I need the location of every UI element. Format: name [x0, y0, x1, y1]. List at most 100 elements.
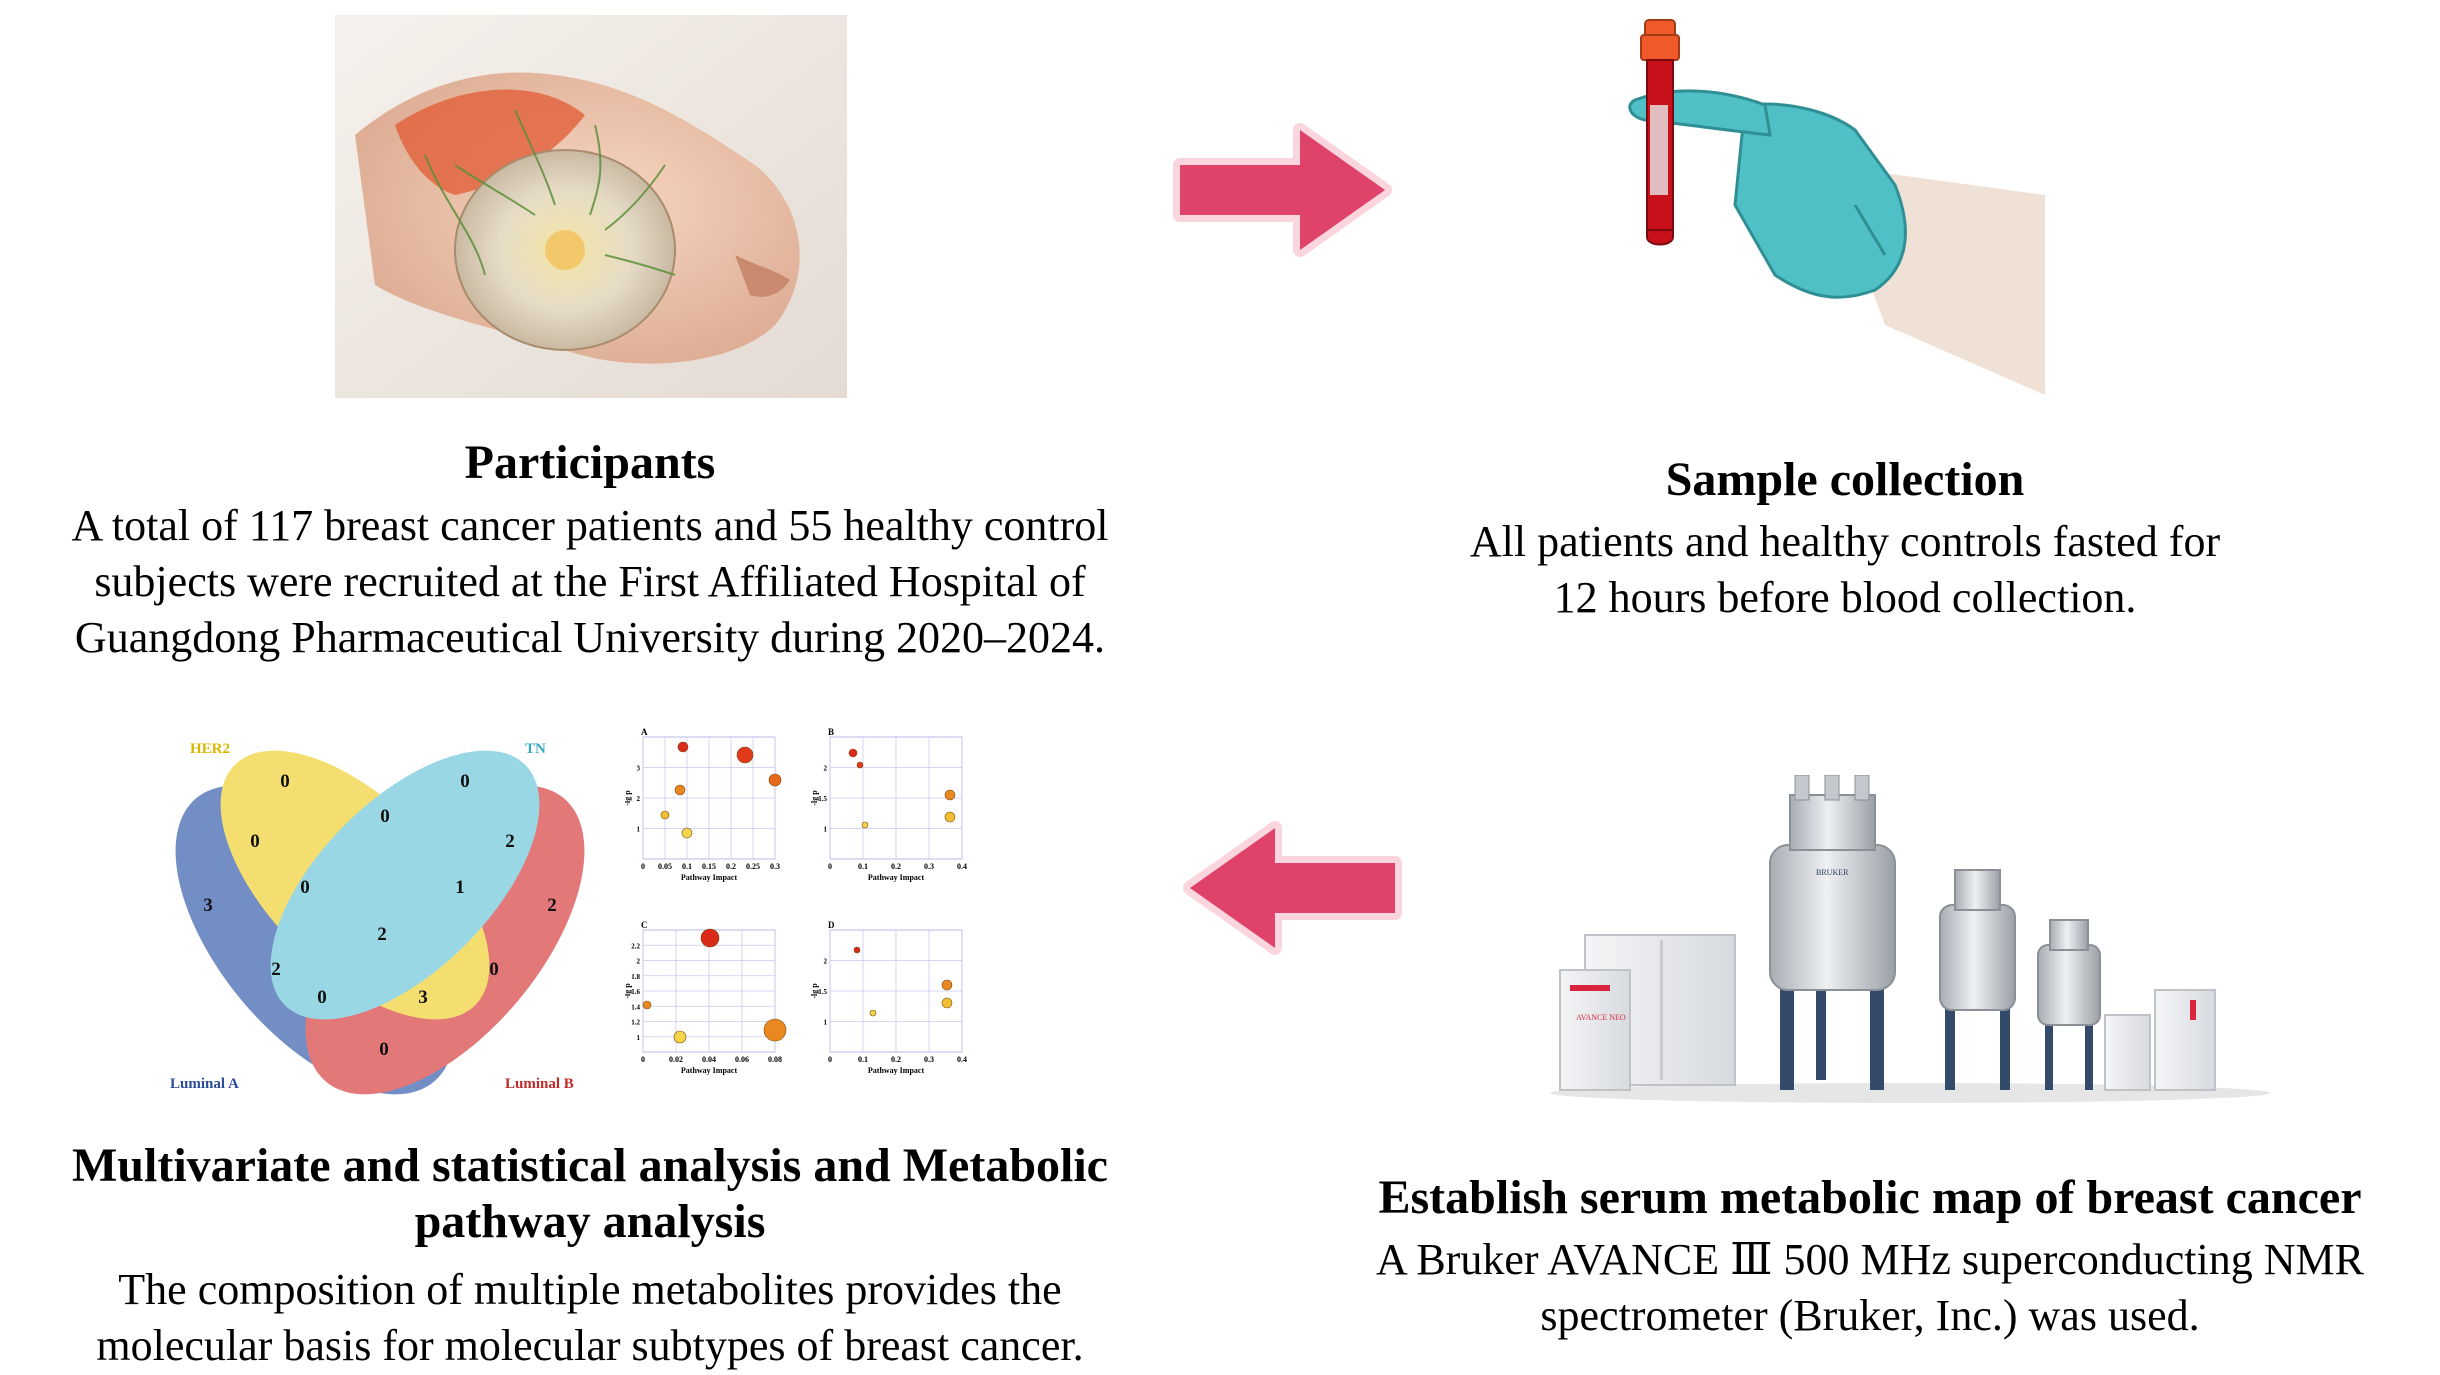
pathway-bubble	[856, 761, 864, 769]
venn-count: 3	[203, 895, 213, 916]
pathway-bubble	[642, 1000, 652, 1010]
y-tick-label: 2	[824, 958, 828, 966]
x-tick-label: 0.2	[726, 862, 736, 871]
y-axis-label: -lg p	[810, 790, 819, 806]
x-axis-label: Pathway Impact	[868, 1066, 925, 1075]
panel-label: B	[828, 727, 834, 737]
x-tick-label: 0.3	[770, 862, 780, 871]
nmr-title: Establish serum metabolic map of breast …	[1378, 1171, 2362, 1224]
x-tick-label: 0	[828, 862, 832, 871]
x-tick-label: 0.2	[891, 862, 901, 871]
participants-line: A total of 117 breast cancer patients an…	[71, 501, 1109, 550]
venn-label-luminal-b: Luminal B	[505, 1076, 574, 1092]
sample-collection-description: All patients and healthy controls fasted…	[1340, 514, 2350, 626]
x-tick-label: 0.04	[702, 1055, 716, 1064]
magnet-label: BRUKER	[1816, 868, 1849, 877]
y-tick-label: 1.8	[631, 973, 640, 981]
venn-count: 0	[300, 877, 310, 898]
pathway-bubble	[763, 1018, 787, 1042]
participants-line: subjects were recruited at the First Aff…	[94, 557, 1086, 606]
venn-count: 2	[547, 895, 557, 916]
analysis-title-line: Multivariate and statistical analysis an…	[72, 1139, 1108, 1192]
x-tick-label: 0.06	[735, 1055, 749, 1064]
venn-count: 2	[505, 831, 515, 852]
x-tick-label: 0	[641, 862, 645, 871]
y-tick-label: 1.4	[631, 1003, 640, 1011]
panel-label: A	[641, 727, 648, 737]
analysis-description: The composition of multiple metabolites …	[0, 1262, 1180, 1374]
y-tick-label: 1.5	[818, 988, 827, 996]
y-tick-label: 2	[824, 765, 828, 773]
venn-count: 0	[280, 771, 290, 792]
blood-tube-hand-illustration	[1628, 19, 2045, 395]
analysis-title-line: pathway analysis	[414, 1195, 766, 1248]
venn-count: 0	[380, 806, 390, 827]
venn-label-luminal-a: Luminal A	[170, 1076, 239, 1092]
y-tick-label: 3	[637, 765, 641, 773]
x-tick-label: 0.4	[957, 1055, 967, 1064]
x-tick-label: 0.02	[669, 1055, 683, 1064]
pathway-bubble	[660, 810, 670, 820]
blood-tube	[1640, 19, 1680, 246]
y-tick-label: 2.2	[631, 942, 640, 950]
pathway-bubble	[853, 946, 861, 954]
x-axis-label: Pathway Impact	[681, 1066, 738, 1075]
panel-label: C	[641, 920, 648, 930]
breast-illustration	[335, 15, 847, 398]
venn-label-her2: HER2	[190, 741, 230, 757]
x-tick-label: 0.3	[924, 1055, 934, 1064]
arrow-left	[1183, 821, 1402, 955]
x-axis-label: Pathway Impact	[681, 873, 738, 882]
sample-line: 12 hours before blood collection.	[1553, 573, 2137, 622]
pathway-bubble	[768, 773, 782, 787]
venn-count: 3	[418, 987, 428, 1008]
participants-line: Guangdong Pharmaceutical University duri…	[74, 613, 1106, 662]
y-axis-label: -lg p	[810, 983, 819, 999]
pathway-bubble	[673, 1030, 687, 1044]
cabinet-label: AVANCE NEO	[1576, 1013, 1626, 1022]
y-tick-label: 1.2	[631, 1019, 640, 1027]
analysis-line: The composition of multiple metabolites …	[118, 1265, 1062, 1314]
venn-label-tn: TN	[525, 741, 546, 757]
pathway-bubble	[677, 741, 689, 753]
x-tick-label: 0	[641, 1055, 645, 1064]
pathway-bubble	[869, 1009, 877, 1017]
y-tick-label: 1	[637, 1034, 641, 1042]
pathway-bubble	[674, 784, 686, 796]
x-tick-label: 0.08	[768, 1055, 782, 1064]
analysis-title: Multivariate and statistical analysis an…	[0, 1138, 1180, 1250]
venn-count: 0	[379, 1039, 389, 1060]
y-tick-label: 1.6	[631, 988, 640, 996]
pathway-bubble	[941, 979, 953, 991]
sample-collection-title: Sample collection	[1665, 453, 2025, 506]
x-tick-label: 0.4	[957, 862, 967, 871]
y-tick-label: 1	[637, 826, 641, 834]
analysis-line: molecular basis for molecular subtypes o…	[96, 1321, 1084, 1370]
y-tick-label: 2	[637, 958, 641, 966]
pathway-bubble	[861, 821, 869, 829]
y-axis-label: -lg p	[625, 790, 632, 806]
pathway-bubble	[944, 811, 956, 823]
pathway-bubble	[941, 997, 953, 1009]
x-tick-label: 0.1	[682, 862, 692, 871]
nmr-spectrometer-illustration: AVANCE NEO BRUKER	[1550, 775, 2270, 1103]
panel-label: D	[828, 920, 835, 930]
x-tick-label: 0	[828, 1055, 832, 1064]
x-tick-label: 0.1	[858, 862, 868, 871]
x-tick-label: 0.15	[702, 862, 716, 871]
venn-diagram: HER2 TN Luminal A Luminal B 0 0 0 0 2 3 …	[170, 741, 585, 1095]
pathway-bubble	[736, 746, 754, 764]
venn-count: 2	[271, 959, 281, 980]
participants-title: Participants	[464, 436, 716, 489]
pathway-bubble	[848, 748, 858, 758]
y-axis-label: -lg p	[625, 983, 632, 999]
pathway-bubble	[944, 789, 956, 801]
nmr-line: spectrometer (Bruker, Inc.) was used.	[1540, 1291, 2200, 1340]
sample-line: All patients and healthy controls fasted…	[1469, 517, 2221, 566]
nmr-description: A Bruker AVANCE Ⅲ 500 MHz superconductin…	[1300, 1232, 2440, 1344]
venn-count: 0	[460, 771, 470, 792]
x-tick-label: 0.3	[924, 862, 934, 871]
venn-count: 2	[377, 924, 387, 945]
venn-count: 0	[317, 987, 327, 1008]
